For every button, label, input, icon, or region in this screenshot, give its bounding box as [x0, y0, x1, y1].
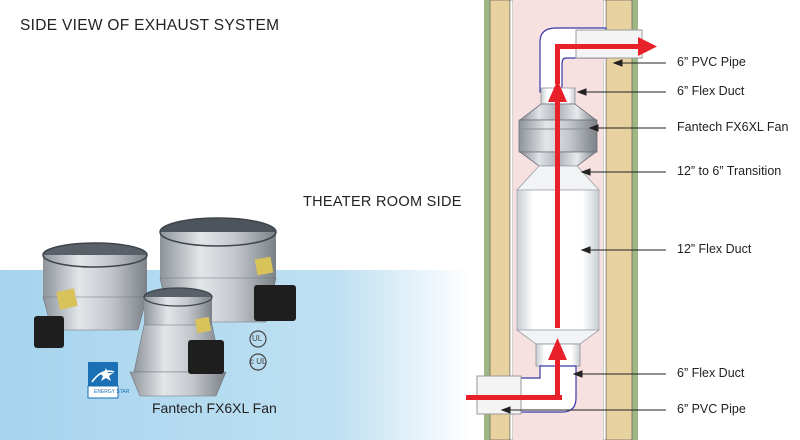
callout-transition: 12” to 6” Transition: [677, 164, 782, 178]
energy-star-text: ENERGY STAR: [94, 389, 130, 395]
diagram-title: SIDE VIEW OF EXHAUST SYSTEM: [20, 17, 280, 34]
ul-listed-icon: [249, 330, 267, 348]
right-stud: [605, 0, 633, 440]
left-stud: [489, 0, 511, 440]
callout-fan: Fantech FX6XL Fan: [677, 120, 789, 134]
fan-unit-icon: [159, 217, 296, 323]
airflow-arrow-icon: [466, 37, 657, 400]
room-side-label: THEATER ROOM SIDE: [303, 194, 462, 210]
ul-mark-text: UL: [252, 334, 263, 343]
callout-bottom-flex-duct: 6” Flex Duct: [677, 366, 745, 380]
callout-top-flex-duct: 6” Flex Duct: [677, 84, 745, 98]
product-caption: Fantech FX6XL Fan: [152, 400, 277, 416]
callout-12-flex-duct: 12” Flex Duct: [677, 242, 752, 256]
csa-mark-text: c UL: [250, 357, 267, 366]
fan-unit-icon: [34, 242, 148, 348]
callout-bottom-pvc-pipe: 6” PVC Pipe: [677, 402, 746, 416]
csa-icon: [249, 353, 267, 371]
fan-unit-icon: [129, 287, 227, 397]
callout-top-pvc-pipe: 6” PVC Pipe: [677, 55, 746, 69]
callout-leaders: [500, 59, 666, 414]
energy-star-icon: [87, 362, 119, 399]
